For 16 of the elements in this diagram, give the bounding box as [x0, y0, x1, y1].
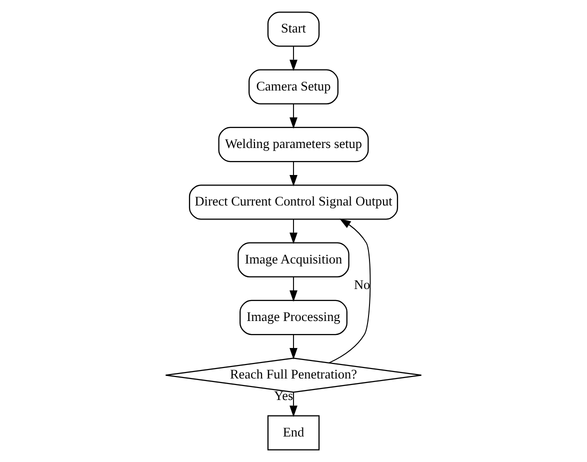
node-box: End: [267, 415, 320, 450]
node-box: Direct Current Control Signal Output: [188, 184, 398, 220]
arrow: [290, 46, 298, 72]
arrow: [290, 218, 298, 244]
arrow: [290, 392, 298, 417]
arrow: [290, 276, 298, 302]
node-box: Image Processing: [240, 300, 348, 336]
node-box: Camera Setup: [248, 69, 338, 104]
arrow: [290, 103, 298, 129]
arrow: [290, 161, 298, 186]
node-box: Start: [267, 12, 320, 47]
arrow: [328, 218, 371, 364]
node-box: Image Acquisition: [238, 242, 350, 278]
node-box: Welding parameters setup: [218, 126, 369, 162]
arrow: [290, 334, 298, 360]
edge-label: No: [354, 276, 370, 292]
